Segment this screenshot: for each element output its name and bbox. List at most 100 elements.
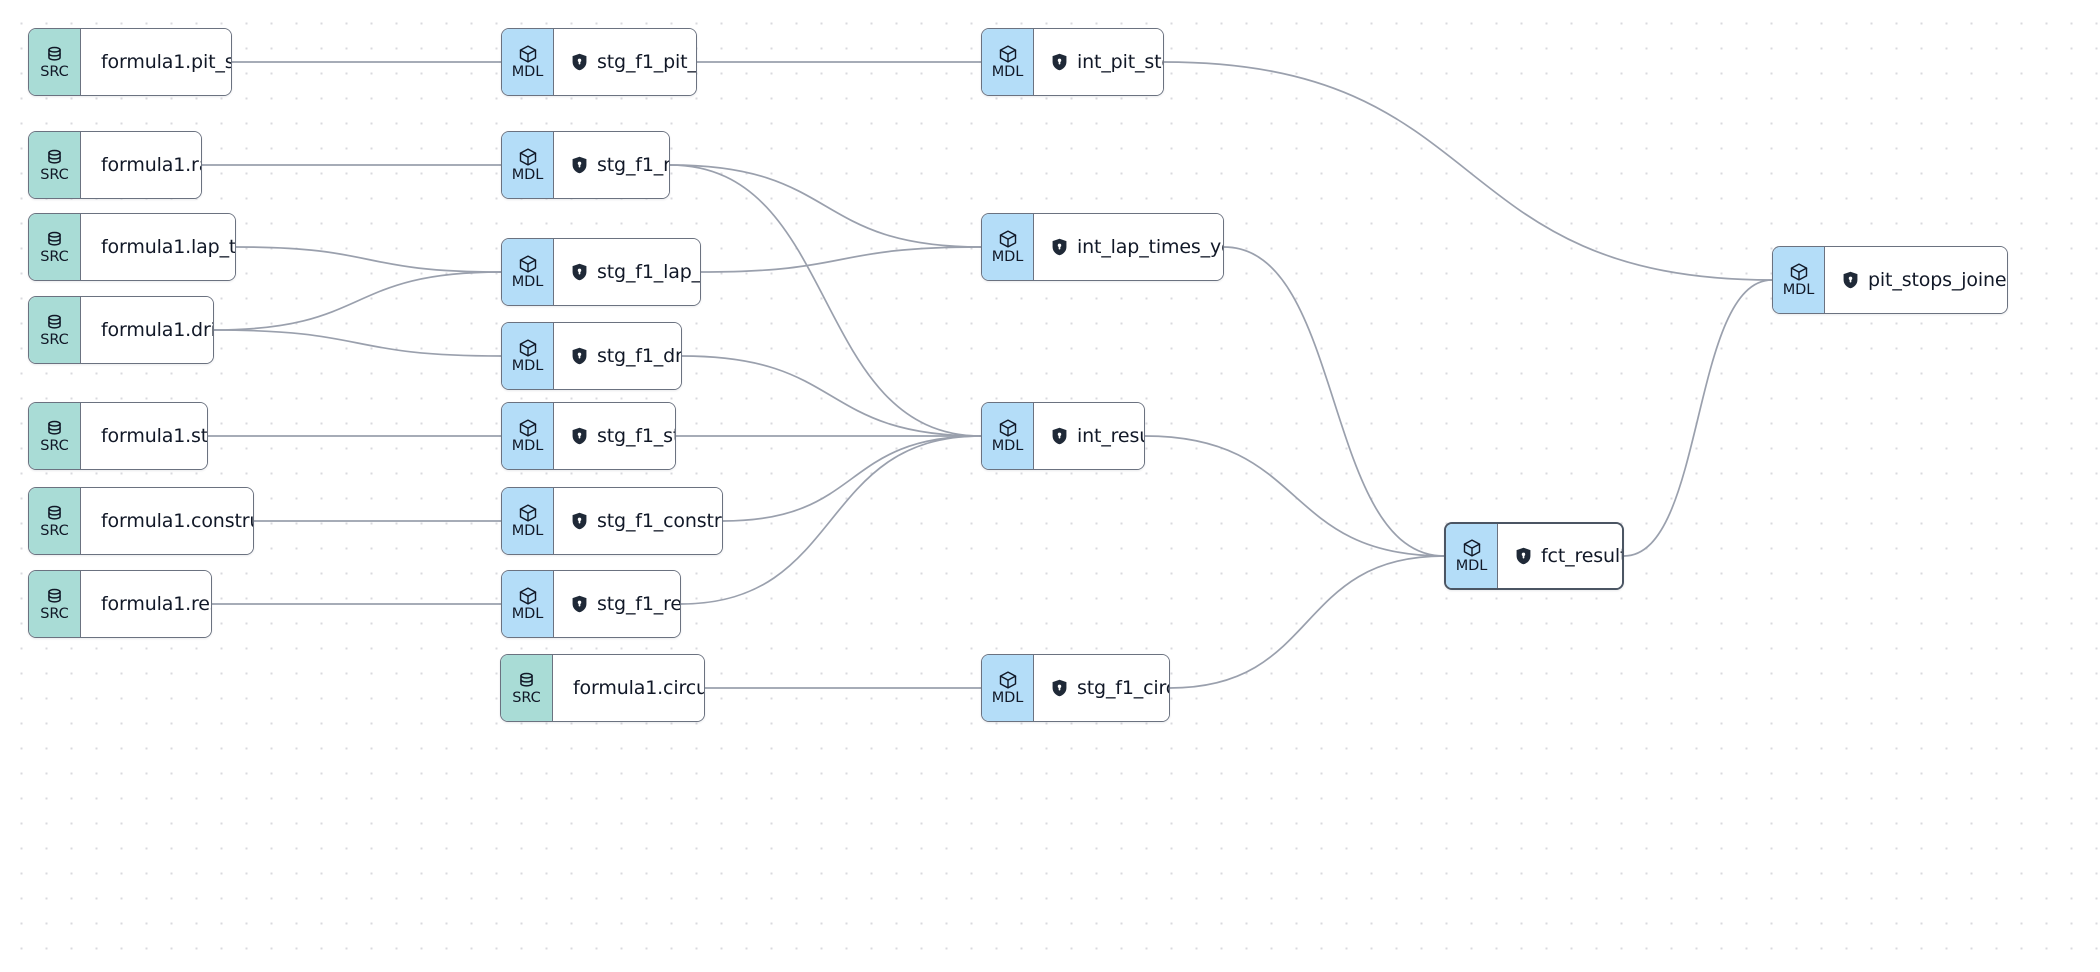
cube-icon	[518, 254, 538, 274]
cube-icon	[518, 586, 538, 606]
graph-node-int_lap_times_years[interactable]: MDL int_lap_times_years	[981, 213, 1224, 281]
graph-node-src_status[interactable]: SRC formula1.status	[28, 402, 208, 470]
node-badge-src: SRC	[29, 403, 81, 469]
edge-int_lap_times_years-to-fct_results	[1223, 246, 1445, 557]
node-label: stg_f1_status	[597, 424, 675, 447]
node-label: pit_stops_joined	[1868, 268, 2008, 291]
edge-int_results-to-fct_results	[1144, 435, 1445, 557]
cube-icon	[998, 44, 1018, 64]
node-badge-label: MDL	[991, 690, 1024, 707]
node-label: stg_f1_lap_times	[597, 260, 701, 283]
edge-stg_races-to-int_results	[669, 164, 982, 437]
graph-node-stg_pit_stops[interactable]: MDL stg_f1_pit_stops	[501, 28, 697, 96]
cube-icon	[998, 670, 1018, 690]
node-body: formula1.constructors	[81, 488, 253, 554]
node-label: stg_f1_circuits	[1077, 676, 1169, 699]
node-badge-mdl: MDL	[982, 403, 1034, 469]
node-badge-mdl: MDL	[502, 239, 554, 305]
cube-icon	[518, 338, 538, 358]
node-badge-mdl: MDL	[1773, 247, 1825, 313]
shield-lock-icon	[571, 595, 588, 613]
node-badge-label: MDL	[511, 438, 544, 455]
cube-icon	[998, 229, 1018, 249]
database-icon	[45, 587, 64, 606]
cube-icon	[518, 503, 538, 523]
node-badge-label: MDL	[1782, 282, 1815, 299]
edge-src_lap_times-to-stg_lap_times	[235, 246, 502, 273]
graph-node-src_drivers[interactable]: SRC formula1.drivers	[28, 296, 214, 364]
graph-node-src_constructors[interactable]: SRC formula1.constructors	[28, 487, 254, 555]
node-badge-label: SRC	[40, 166, 69, 183]
node-badge-src: SRC	[29, 214, 81, 280]
node-label: stg_f1_constructors	[597, 509, 722, 532]
node-badge-mdl: MDL	[502, 29, 554, 95]
edge-src_drivers-to-stg_lap_times	[213, 271, 502, 331]
graph-node-src_results[interactable]: SRC formula1.results	[28, 570, 212, 638]
cube-icon	[518, 147, 538, 167]
node-label: int_lap_times_years	[1077, 235, 1223, 258]
graph-node-stg_circuits[interactable]: MDL stg_f1_circuits	[981, 654, 1170, 722]
node-label: formula1.status	[101, 424, 208, 447]
graph-node-stg_constructors[interactable]: MDL stg_f1_constructors	[501, 487, 723, 555]
node-badge-mdl: MDL	[982, 214, 1034, 280]
node-body: pit_stops_joined	[1825, 247, 2008, 313]
graph-node-stg_status[interactable]: MDL stg_f1_status	[501, 402, 676, 470]
edge-src_drivers-to-stg_drivers	[213, 329, 502, 357]
node-body: stg_f1_pit_stops	[554, 29, 696, 95]
node-badge-label: MDL	[511, 167, 544, 184]
graph-node-stg_races[interactable]: MDL stg_f1_races	[501, 131, 670, 199]
node-label: stg_f1_races	[597, 153, 669, 176]
node-badge-label: MDL	[991, 438, 1024, 455]
shield-lock-icon	[1051, 53, 1068, 71]
node-body: formula1.status	[81, 403, 208, 469]
node-body: formula1.pit_stops	[81, 29, 231, 95]
node-badge-label: MDL	[511, 64, 544, 81]
node-badge-label: MDL	[991, 64, 1024, 81]
node-badge-mdl: MDL	[982, 29, 1034, 95]
graph-node-stg_lap_times[interactable]: MDL stg_f1_lap_times	[501, 238, 701, 306]
database-icon	[45, 230, 64, 249]
shield-lock-icon	[571, 512, 588, 530]
edge-stg_races-to-int_lap_times_years	[669, 164, 982, 248]
edge-int_pit_stops-to-pit_stops_joined	[1163, 61, 1773, 281]
node-label: formula1.pit_stops	[101, 50, 231, 73]
database-icon	[45, 148, 64, 167]
node-body: formula1.drivers	[81, 297, 214, 363]
shield-lock-icon	[571, 347, 588, 365]
node-badge-src: SRC	[29, 488, 81, 554]
database-icon	[45, 419, 64, 438]
node-body: formula1.lap_times	[81, 214, 235, 280]
shield-lock-icon	[571, 156, 588, 174]
database-icon	[45, 45, 64, 64]
node-label: formula1.results	[101, 592, 211, 615]
node-body: stg_f1_drivers	[554, 323, 681, 389]
node-label: fct_results	[1541, 544, 1622, 567]
node-badge-label: SRC	[40, 331, 69, 348]
node-badge-label: MDL	[1455, 558, 1488, 575]
node-badge-mdl: MDL	[502, 488, 554, 554]
shield-lock-icon	[1515, 547, 1532, 565]
graph-node-pit_stops_joined[interactable]: MDL pit_stops_joined	[1772, 246, 2008, 314]
node-body: formula1.results	[81, 571, 211, 637]
node-badge-label: MDL	[991, 249, 1024, 266]
node-badge-src: SRC	[29, 132, 81, 198]
node-badge-mdl: MDL	[1446, 524, 1498, 588]
database-icon	[45, 313, 64, 332]
node-label: formula1.drivers	[101, 318, 214, 341]
graph-node-fct_results[interactable]: MDL fct_results	[1444, 522, 1624, 590]
edge-stg_drivers-to-int_results	[681, 355, 982, 437]
node-label: formula1.constructors	[101, 509, 253, 532]
node-body: stg_f1_status	[554, 403, 675, 469]
cube-icon	[998, 418, 1018, 438]
node-badge-src: SRC	[29, 571, 81, 637]
